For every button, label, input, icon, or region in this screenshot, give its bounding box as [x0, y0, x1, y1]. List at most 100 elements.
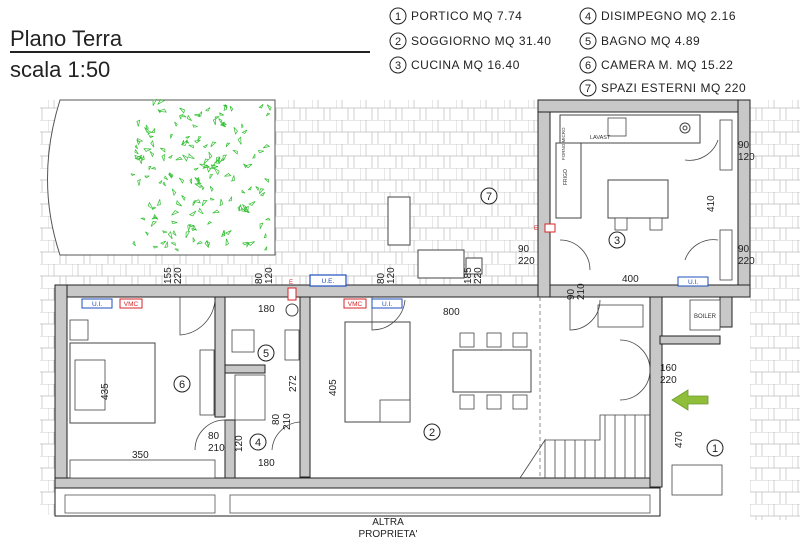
kitchen-counter	[559, 114, 701, 144]
room-number-4: 4	[255, 437, 261, 449]
room-legend: 1 PORTICO MQ 7.74 2 SOGGIORNO MQ 31.40 3 CUCI…	[389, 7, 746, 97]
wardrobe	[199, 349, 215, 416]
legend-text: SOGGIORNO MQ 31.40	[411, 34, 551, 48]
plan-title: Plano Terra	[10, 26, 123, 51]
plan-scale: scala 1:50	[10, 57, 110, 82]
dimension-180a: 180	[258, 304, 275, 315]
outdoor-sofa	[417, 249, 465, 279]
dimension-405: 405	[328, 379, 339, 396]
legend-item: 7 SPAZI ESTERNI MQ 220	[579, 79, 746, 97]
dimension-80c: 80	[271, 413, 282, 425]
legend-number: 4	[585, 11, 591, 23]
portico-bench	[671, 464, 723, 496]
dimension-210a: 210	[576, 283, 587, 300]
room-number-6: 6	[179, 379, 185, 391]
dimension-155: 155	[163, 267, 174, 284]
grass-marks	[130, 98, 272, 252]
neighbor-label-line1: ALTRA	[372, 517, 404, 528]
dimension-120d: 120	[234, 435, 245, 452]
dimension-272: 272	[288, 375, 299, 392]
outdoor-bench	[387, 196, 411, 246]
tag-frigo: FRIGO	[563, 169, 569, 185]
tag-e-kitchen: E	[534, 226, 538, 232]
legend-text: CAMERA M. MQ 15.22	[601, 58, 733, 72]
dimension-210b: 210	[282, 413, 293, 430]
dimension-800: 800	[443, 307, 460, 318]
room-marker	[249, 433, 267, 451]
dimension-435: 435	[100, 383, 111, 400]
dimension-220b: 220	[473, 267, 484, 284]
building-walls	[54, 99, 751, 501]
dimension-220c: 220	[518, 256, 535, 267]
dimension-160: 160	[660, 363, 677, 374]
legend-text: SPAZI ESTERNI MQ 220	[601, 81, 746, 95]
legend-text: CUCINA MQ 16.40	[411, 58, 520, 72]
dining-table	[452, 349, 532, 393]
room-marker	[173, 375, 191, 393]
tag-e-bath: E	[289, 280, 293, 286]
tag-vmc-living: VMC	[348, 301, 363, 308]
door-swings	[179, 139, 719, 451]
tag-lavast: LAVAST	[590, 135, 611, 141]
dimension-220e: 220	[660, 375, 677, 386]
legend-number: 1	[395, 11, 401, 23]
room-marker	[257, 344, 275, 362]
dimension-90d: 90	[738, 244, 750, 255]
legend-item: 1 PORTICO MQ 7.74	[389, 7, 522, 25]
dimension-470: 470	[674, 431, 685, 448]
bathroom-sink	[231, 329, 255, 353]
room-number-5: 5	[263, 348, 269, 360]
tag-ui-bedroom: U.I.	[92, 301, 102, 308]
exterior-paving-east	[750, 100, 800, 520]
dimension-400: 400	[622, 274, 639, 285]
legend-item: 6 CAMERA M. MQ 15.22	[579, 56, 733, 74]
dimension-180b: 180	[258, 458, 275, 469]
dimension-210c: 210	[208, 443, 225, 454]
room-number-3: 3	[614, 235, 620, 247]
dimension-90a: 90	[518, 244, 530, 255]
garden-lawn	[47, 99, 276, 256]
room-number-1: 1	[712, 443, 718, 455]
entrance-arrow-icon	[671, 389, 709, 411]
legend-item: 5 BAGNO MQ 4.89	[579, 32, 700, 50]
dimension-80d: 80	[208, 431, 220, 442]
tag-ue: U.E.	[322, 278, 335, 285]
tag-ui-living: U.I.	[382, 301, 392, 308]
shower	[234, 374, 266, 421]
dimension-220d: 220	[738, 256, 755, 267]
dimension-185: 185	[463, 267, 474, 284]
legend-text: BAGNO MQ 4.89	[601, 34, 700, 48]
room-marker	[480, 187, 498, 205]
dimension-120c: 120	[738, 152, 755, 163]
tag-forno: FORNO MICRO	[561, 127, 566, 160]
dimension-410: 410	[706, 195, 717, 212]
legend-number: 6	[585, 60, 591, 72]
dimension-80b: 80	[376, 272, 387, 284]
boiler	[689, 299, 721, 331]
legend-text: PORTICO MQ 7.74	[411, 9, 522, 23]
legend-item: 3 CUCINA MQ 16.40	[389, 56, 520, 74]
legend-item: 2 SOGGIORNO MQ 31.40	[389, 32, 551, 50]
dimension-90b: 90	[566, 288, 577, 300]
neighbor-label-line2: PROPRIETA'	[359, 529, 418, 540]
dimension-90c: 90	[738, 140, 750, 151]
kitchen-island	[607, 179, 669, 219]
legend-number: 2	[395, 36, 401, 48]
tag-ui-kitchen: U.I.	[688, 279, 698, 286]
legend-number: 3	[395, 60, 401, 72]
legend-item: 4 DISIMPEGNO MQ 2.16	[579, 7, 736, 25]
tag-vmc-bedroom: VMC	[124, 301, 139, 308]
room-number-7: 7	[486, 191, 492, 203]
dimension-80a: 80	[254, 272, 265, 284]
dimension-120a: 120	[264, 267, 275, 284]
legend-text: DISIMPEGNO MQ 2.16	[601, 9, 736, 23]
dimension-350: 350	[132, 450, 149, 461]
dimension-220a: 220	[173, 267, 184, 284]
tag-boiler: BOILER	[694, 314, 717, 320]
legend-number: 5	[585, 36, 591, 48]
dimension-120b: 120	[386, 267, 397, 284]
room-marker	[608, 231, 626, 249]
legend-number: 7	[585, 83, 591, 95]
room-marker	[423, 423, 441, 441]
